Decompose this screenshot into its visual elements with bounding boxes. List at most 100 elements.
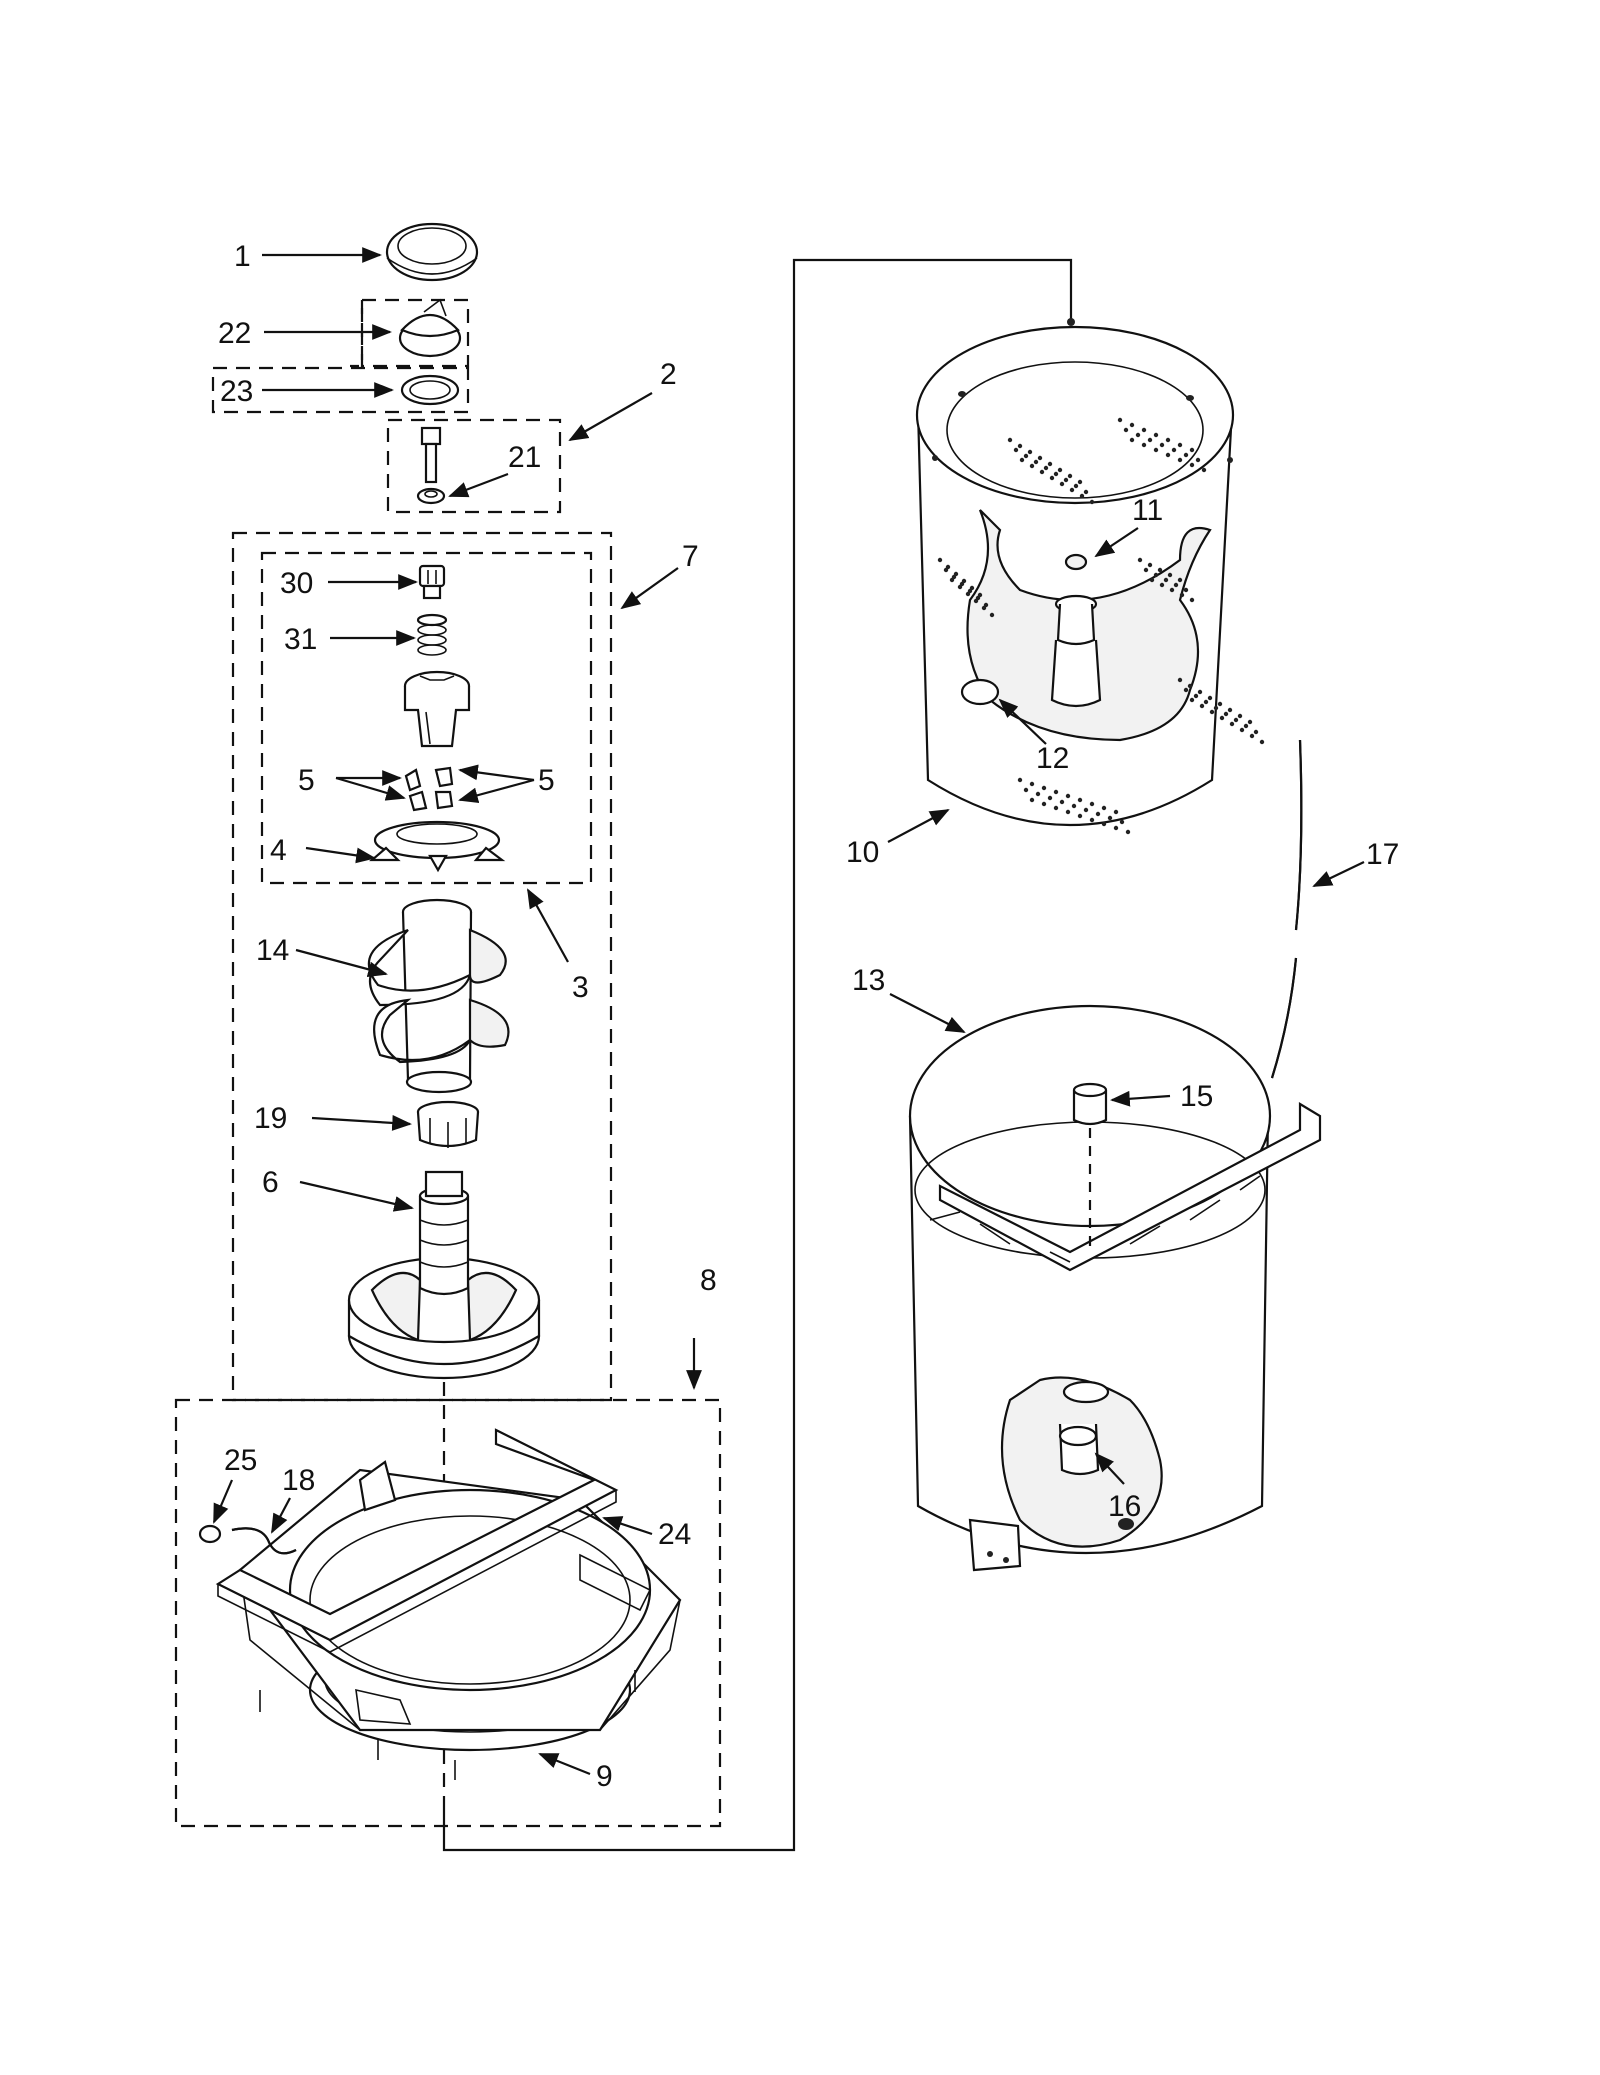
callout-18: 18 — [282, 1464, 315, 1497]
arrow-14 — [295, 948, 388, 978]
perforation-hole — [1199, 703, 1205, 709]
perforation-hole — [1129, 422, 1135, 428]
part-5-dogs — [404, 766, 454, 812]
perforation-hole — [1147, 562, 1153, 568]
arrow-19 — [311, 1115, 412, 1131]
callout-17: 17 — [1366, 838, 1399, 871]
arrow-16 — [1094, 1452, 1125, 1485]
perforation-hole — [1189, 447, 1195, 453]
perforation-hole — [1035, 791, 1041, 797]
perforation-hole — [1101, 805, 1107, 811]
callout-2: 2 — [660, 358, 677, 391]
perforation-hole — [1053, 789, 1059, 795]
perforation-hole — [1165, 437, 1171, 443]
perforation-hole — [973, 598, 979, 604]
callout-19: 19 — [254, 1102, 287, 1135]
arrow-25 — [212, 1479, 234, 1524]
part-31-spring — [416, 613, 448, 656]
perforation-hole — [1023, 787, 1029, 793]
arrow-9 — [538, 1752, 591, 1776]
perforation-hole — [981, 605, 987, 611]
callout-5-right: 5 — [538, 764, 555, 797]
callout-14: 14 — [256, 934, 289, 967]
perforation-hole — [1053, 805, 1059, 811]
callout-13: 13 — [852, 964, 885, 997]
part-17-hose — [1270, 739, 1303, 1079]
perforation-hole — [1057, 467, 1063, 473]
perforation-hole — [1177, 677, 1183, 683]
basket-perforations — [937, 417, 1265, 835]
perforation-hole — [1079, 493, 1085, 499]
arrow-17 — [1312, 861, 1365, 887]
perforation-hole — [1007, 437, 1013, 443]
part-14-auger — [367, 898, 510, 1094]
arrow-11 — [1094, 527, 1139, 558]
callout-25: 25 — [224, 1444, 257, 1477]
perforation-hole — [1153, 447, 1159, 453]
perforation-hole — [1141, 427, 1147, 433]
perforation-hole — [957, 584, 963, 590]
perforation-hole — [937, 557, 943, 563]
callout-8: 8 — [700, 1264, 717, 1297]
group-box-3 — [260, 551, 593, 885]
perforation-hole — [949, 577, 955, 583]
perforation-hole — [1153, 432, 1159, 438]
part-24-brace — [215, 1428, 619, 1653]
perforation-hole — [1237, 713, 1243, 719]
part-10-wash-basket — [915, 318, 1235, 827]
group-box-2 — [386, 418, 562, 514]
perforation-hole — [1077, 797, 1083, 803]
part-4-retainer — [369, 820, 506, 873]
arrow-18 — [271, 1497, 291, 1534]
perforation-hole — [1019, 457, 1025, 463]
perforation-hole — [1107, 815, 1113, 821]
perforation-hole — [1227, 707, 1233, 713]
callout-9: 9 — [596, 1760, 613, 1793]
part-25-clip — [198, 1524, 222, 1544]
arrow-24 — [602, 1516, 653, 1536]
arrow-5a-2 — [335, 776, 406, 801]
perforation-hole — [1189, 697, 1195, 703]
group-box-23 — [211, 366, 470, 414]
part-30-cam — [418, 564, 446, 600]
arrow-10 — [887, 809, 950, 843]
arrow-13 — [889, 993, 966, 1033]
perforation-hole — [1193, 693, 1199, 699]
perforation-hole — [1017, 777, 1023, 783]
perforation-hole — [1039, 469, 1045, 475]
callout-3: 3 — [572, 971, 589, 1004]
arrow-6 — [299, 1180, 414, 1212]
callout-23: 23 — [220, 375, 253, 408]
perforation-hole — [1183, 452, 1189, 458]
perforation-hole — [1017, 443, 1023, 449]
callout-11: 11 — [1132, 494, 1163, 527]
perforation-hole — [1129, 437, 1135, 443]
perforation-hole — [1013, 447, 1019, 453]
perforation-hole — [1149, 577, 1155, 583]
callout-31: 31 — [284, 623, 317, 656]
part-19-bearing — [416, 1100, 480, 1148]
perforation-hole — [1067, 473, 1073, 479]
perforation-hole — [1243, 723, 1249, 729]
group-box-8 — [174, 1398, 722, 1828]
perforation-hole — [1201, 467, 1207, 473]
perforation-hole — [1059, 799, 1065, 805]
perforation-hole — [1177, 457, 1183, 463]
perforation-hole — [1063, 477, 1069, 483]
perforation-hole — [1249, 733, 1255, 739]
part-13-outer-tub — [908, 1004, 1322, 1572]
callout-15: 15 — [1180, 1080, 1213, 1113]
perforation-hole — [1119, 819, 1125, 825]
perforation-hole — [1147, 437, 1153, 443]
perforation-hole — [1041, 801, 1047, 807]
group-box-7 — [231, 531, 613, 1402]
part-9-tub-base — [238, 1460, 682, 1780]
arrow-2 — [568, 392, 653, 441]
callout-16: 16 — [1108, 1490, 1141, 1523]
perforation-hole — [1171, 447, 1177, 453]
perforation-hole — [1101, 821, 1107, 827]
perforation-hole — [1029, 781, 1035, 787]
perforation-hole — [1071, 803, 1077, 809]
callout-21: 21 — [508, 441, 541, 474]
perforation-hole — [1183, 687, 1189, 693]
